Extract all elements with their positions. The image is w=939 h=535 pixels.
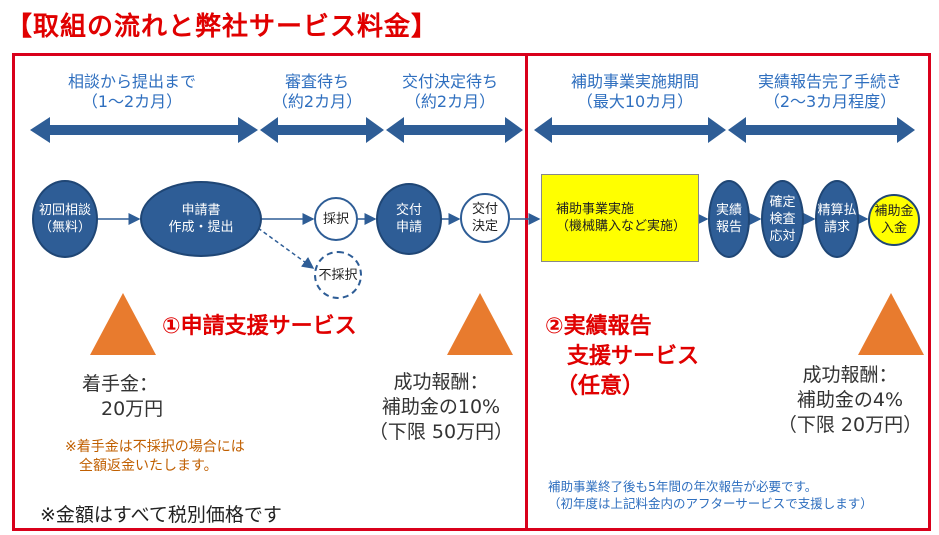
node-result-report: 実績 報告 xyxy=(708,180,750,258)
timeline-arrow-grant-wait xyxy=(386,117,523,143)
success-fee-triangle-application xyxy=(447,293,513,355)
phase-label-project-period: 補助事業実施期間（最大10カ月） xyxy=(570,72,699,111)
node-grant-application: 交付 申請 xyxy=(376,183,442,255)
phase-label-consult: 相談から提出まで（1～2カ月） xyxy=(67,72,196,111)
report-support-frame xyxy=(525,53,931,531)
node-subsidy-received: 補助金 入金 xyxy=(868,194,920,246)
success-fee-triangle-report xyxy=(858,293,924,355)
page-title: 【取組の流れと弊社サービス料金】 xyxy=(6,12,439,42)
timeline-arrows xyxy=(30,117,915,143)
success-fee-report: 成功報酬： 補助金の4% （下限 20万円） xyxy=(777,364,923,436)
node-not-adopted: 不採択 xyxy=(314,251,362,299)
service-label-report-support: ②実績報告 支援サービス （任意） xyxy=(545,314,700,399)
timeline-arrow-review xyxy=(260,117,384,143)
node-inspection: 確定 検査 応対 xyxy=(761,180,804,258)
retainer-fee: 着手金： 20万円 xyxy=(82,373,164,420)
phase-label-grant-wait: 交付決定待ち（約2カ月） xyxy=(401,72,498,111)
node-project-implementation: 補助事業実施 （機械購入など実施） xyxy=(541,174,699,262)
timeline-arrow-project-period xyxy=(534,117,726,143)
retainer-triangle xyxy=(90,293,156,355)
success-fee-application: 成功報酬： 補助金の10% （下限 50万円） xyxy=(368,371,514,443)
node-adopted: 採択 xyxy=(314,197,358,241)
phase-label-review: 審査待ち（約2カ月） xyxy=(271,72,363,111)
service-label-application-support: ①申請支援サービス xyxy=(162,314,357,339)
node-application-preparation: 申請書 作成・提出 xyxy=(140,181,262,257)
phase-label-report-completion: 実績報告完了手続き（2～3カ月程度） xyxy=(757,72,902,111)
timeline-arrow-consult xyxy=(30,117,258,143)
timeline-arrow-report-completion xyxy=(728,117,915,143)
retainer-refund-note: ※着手金は不採択の場合には 全額返金いたします。 xyxy=(65,439,245,474)
tax-exclusive-note: ※金額はすべて税別価格です xyxy=(40,504,282,526)
annual-report-note: 補助事業終了後も5年間の年次報告が必要です。 （初年度は上記料金内のアフターサー… xyxy=(548,479,873,511)
node-first-consultation: 初回相談 （無料） xyxy=(32,180,98,258)
node-settlement-request: 精算払 請求 xyxy=(815,180,859,258)
connector-application-not-adopted xyxy=(257,227,315,269)
node-grant-decision: 交付 決定 xyxy=(460,193,510,243)
